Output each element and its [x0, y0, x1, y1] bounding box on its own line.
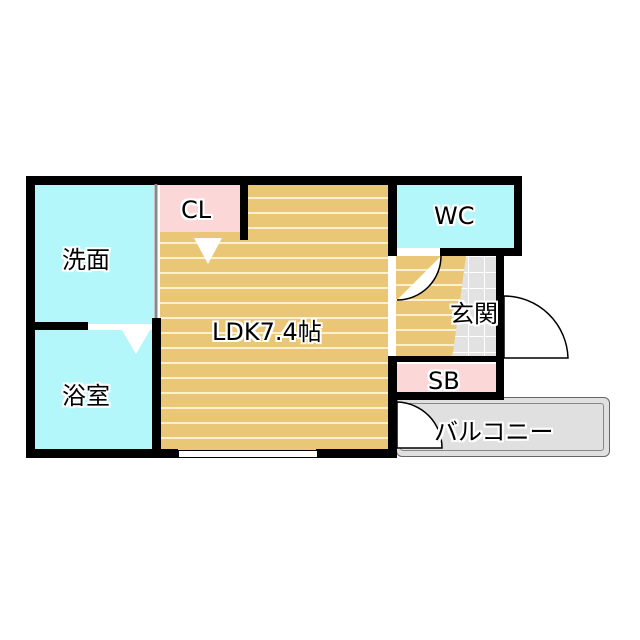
wall: [26, 176, 396, 185]
wall: [316, 449, 396, 458]
wall: [26, 449, 178, 458]
wall: [388, 176, 397, 256]
label-balcony: バルコニー: [434, 418, 554, 446]
wall: [388, 392, 504, 400]
label-wc: WC: [434, 202, 475, 230]
room-sb: [396, 364, 496, 392]
room-cl: [160, 184, 240, 232]
wall: [514, 176, 522, 256]
wall: [26, 176, 35, 458]
label-cl: CL: [181, 196, 212, 224]
bath-door-marker: [122, 330, 150, 354]
room-senmen: [34, 184, 154, 324]
label-ldk: LDK7.4帖: [212, 318, 322, 346]
room-wc: [396, 184, 514, 248]
wall: [388, 356, 504, 362]
label-genkan: 玄関: [450, 300, 498, 328]
wall: [240, 176, 248, 240]
wall: [440, 248, 522, 256]
wall: [388, 356, 397, 458]
label-senmen: 洗面: [62, 246, 110, 274]
wall: [388, 176, 522, 185]
label-yokushitsu: 浴室: [62, 382, 110, 410]
label-sb: SB: [428, 367, 460, 395]
cl-door-marker: [194, 238, 222, 264]
wall: [26, 322, 88, 330]
wall: [152, 318, 161, 458]
wall: [496, 248, 504, 398]
window: [178, 450, 318, 458]
